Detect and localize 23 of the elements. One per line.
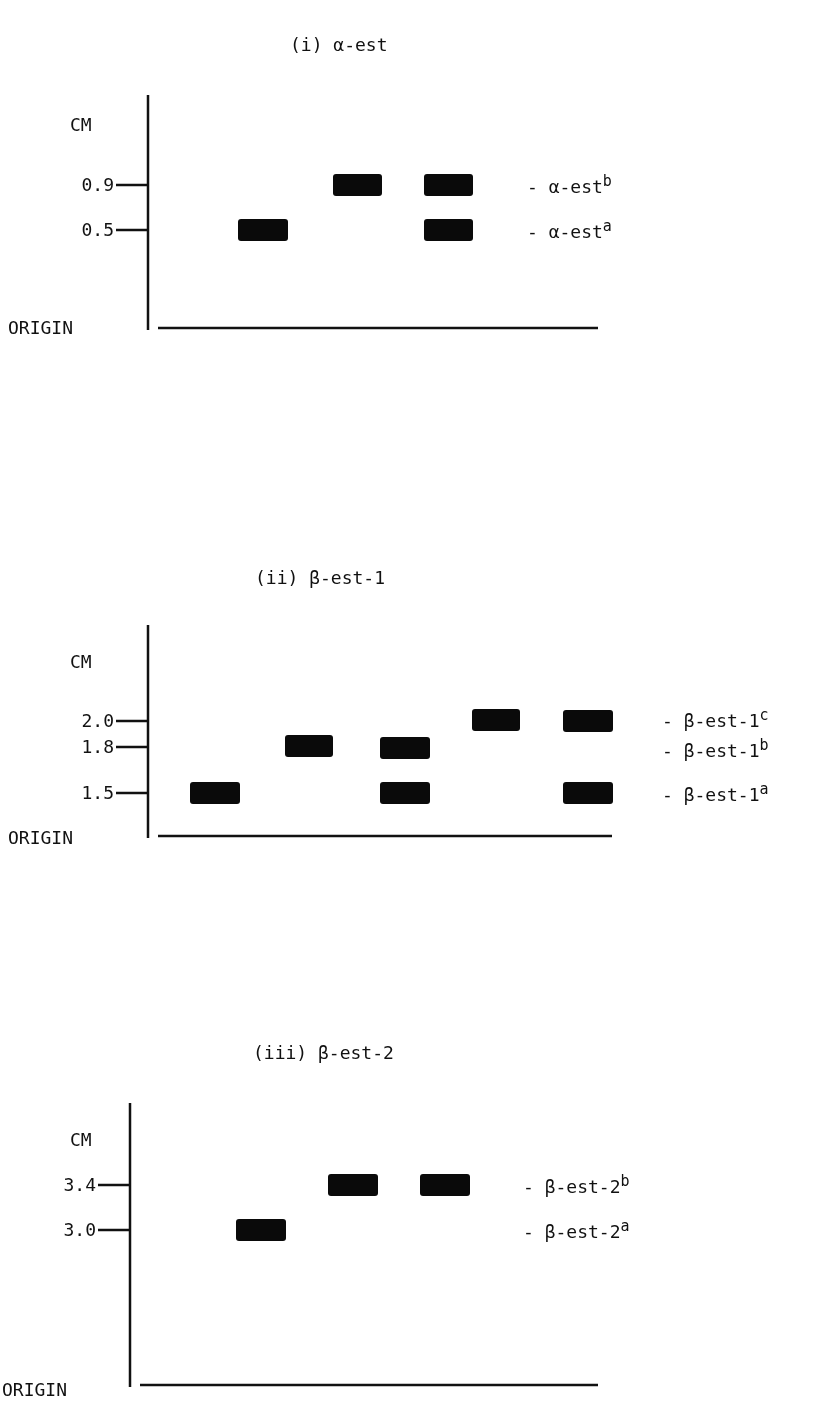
origin-label: ORIGIN <box>8 828 74 848</box>
tick-label: 3.0 <box>63 1220 96 1240</box>
band-label: - α-est$^{a}$ <box>527 218 612 242</box>
tick-label: 0.9 <box>81 175 114 195</box>
band-label: - β-est-1$^{a}$ <box>662 781 769 805</box>
tick-label: 1.8 <box>81 737 114 757</box>
band-label: - β-est-1$^{b}$ <box>662 737 769 761</box>
tick-label: 3.4 <box>63 1175 96 1195</box>
band-label: - α-est$^{b}$ <box>527 173 612 197</box>
origin-label: ORIGIN <box>8 318 74 338</box>
panel-title: (ii) β-est-1 <box>255 568 386 588</box>
band-label: - β-est-2$^{a}$ <box>523 1218 630 1242</box>
band-label: - β-est-2$^{b}$ <box>523 1173 630 1197</box>
band-label: - β-est-1$^{c}$ <box>662 707 769 731</box>
tick-label: 0.5 <box>81 220 114 240</box>
tick-label: 2.0 <box>81 711 114 731</box>
origin-label: ORIGIN <box>2 1380 68 1400</box>
axis-unit-label: CM <box>70 652 92 672</box>
tick-label: 1.5 <box>81 783 114 803</box>
axis-unit-label: CM <box>70 1130 92 1150</box>
panel-title: (iii) β-est-2 <box>253 1043 394 1063</box>
axis-unit-label: CM <box>70 115 92 135</box>
panel-title: (i) α-est <box>290 35 388 55</box>
